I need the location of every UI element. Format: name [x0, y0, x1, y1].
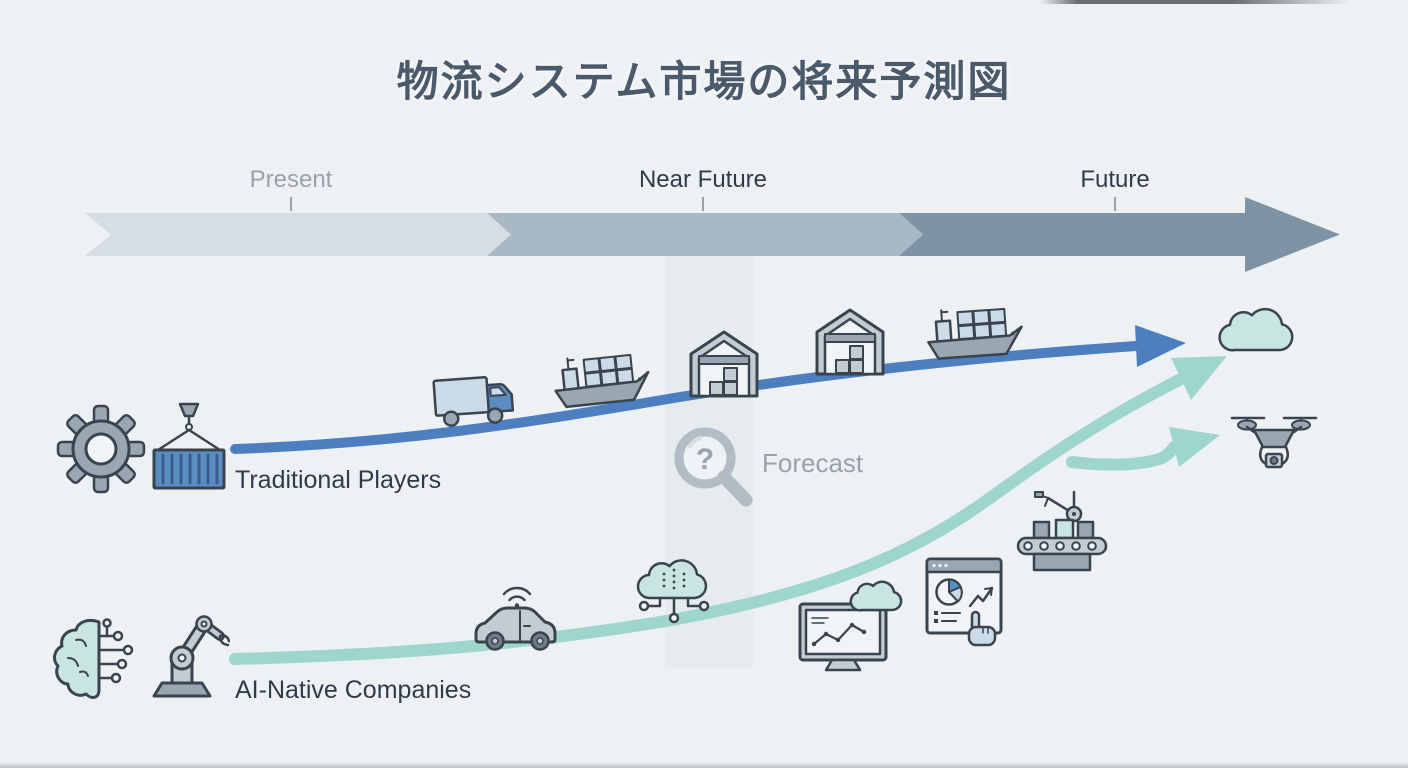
cargo-container-crane-icon	[152, 402, 226, 490]
timeline-segment-future	[899, 197, 1340, 272]
page-title: 物流システム市場の将来予測図	[396, 58, 1012, 105]
timeline-segment-present	[85, 213, 511, 256]
gear-icon	[56, 404, 146, 494]
drone-icon	[1230, 416, 1318, 469]
screen-edge-artifact-bottom	[0, 762, 1408, 768]
autonomous-car-icon	[474, 586, 557, 651]
monitor-analytics-cloud-icon	[798, 580, 903, 672]
ai-native-branch-curve	[1066, 441, 1180, 471]
traditional-arrowhead	[1135, 325, 1186, 367]
warehouse-icon	[689, 330, 759, 398]
question-mark: ?	[696, 443, 714, 476]
traditional-curve	[230, 341, 1141, 454]
ai-native-companies-label: AI-Native Companies	[235, 676, 472, 704]
timeline-segment-near-future	[487, 213, 923, 256]
ai-native-arrowhead-lower	[1169, 427, 1220, 467]
timeline-label-future: Future	[1080, 166, 1150, 193]
cloud-network-icon	[636, 559, 710, 624]
robot-arm-icon	[152, 615, 230, 698]
warehouse-icon	[815, 308, 885, 376]
ai-native-curve	[229, 373, 1187, 665]
timeline-label-present: Present	[249, 166, 333, 193]
delivery-truck-icon	[432, 376, 515, 427]
dashboard-analytics-icon	[925, 557, 1003, 647]
cargo-ship-icon	[927, 307, 1023, 360]
smart-conveyor-icon	[1016, 490, 1108, 572]
screen-edge-artifact-top	[1040, 0, 1350, 4]
cargo-ship-icon	[554, 353, 650, 409]
magnifier-question-icon: ?	[674, 427, 753, 507]
forecast-label: Forecast	[762, 448, 864, 478]
traditional-players-label: Traditional Players	[235, 466, 442, 494]
timeline-label-near-future: Near Future	[638, 166, 768, 193]
cloud-icon	[1218, 307, 1294, 352]
ai-native-arrowhead-upper	[1171, 356, 1227, 400]
ai-brain-circuit-icon	[53, 618, 134, 699]
